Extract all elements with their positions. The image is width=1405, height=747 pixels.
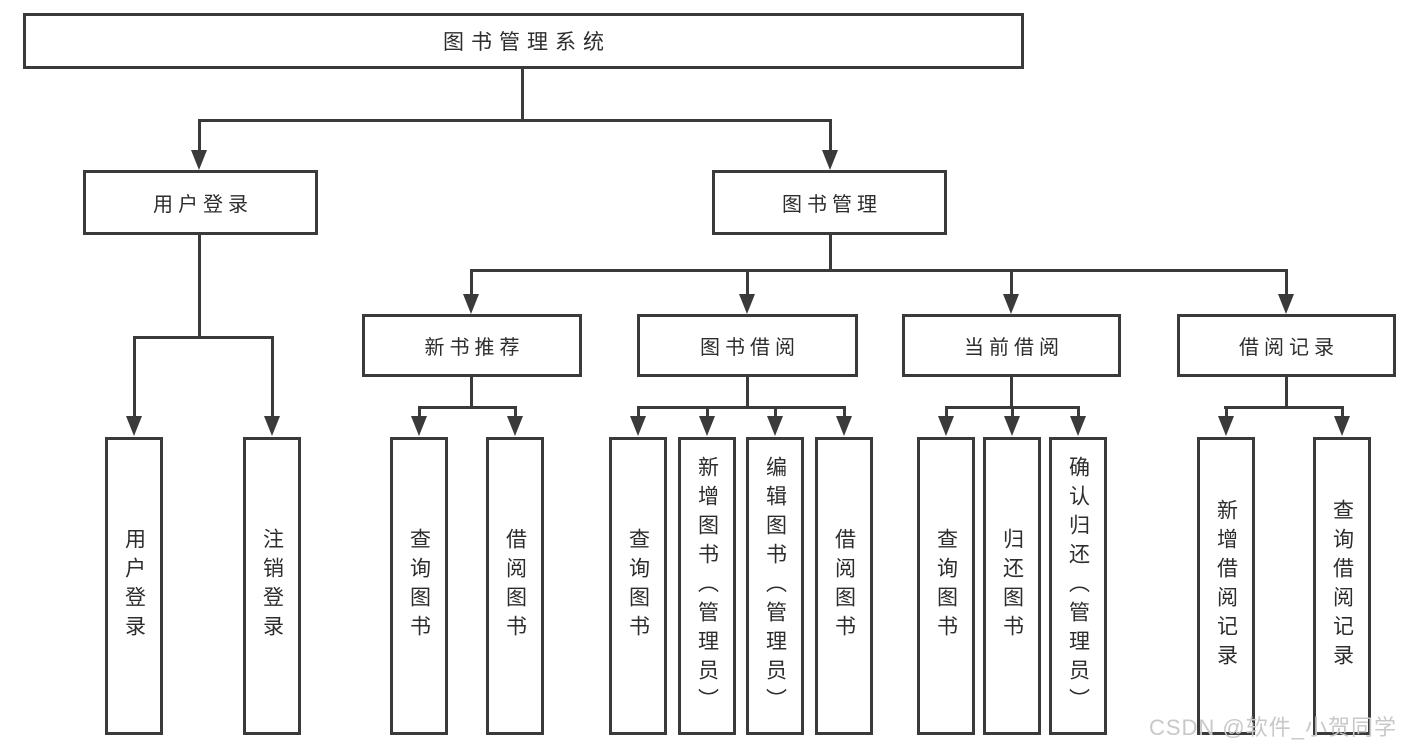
connector-branch-l3 bbox=[746, 269, 749, 298]
connector-leaf-stem bbox=[843, 406, 846, 420]
connector-group-rail bbox=[637, 406, 846, 409]
leaf-user-login: 用户登录 bbox=[105, 437, 163, 735]
node-book-borrow: 图书借阅 bbox=[637, 314, 858, 377]
arrowhead-down-icon bbox=[191, 150, 207, 170]
connector-branch-mgmt bbox=[829, 119, 832, 154]
connector-leaf-stem bbox=[1011, 406, 1014, 420]
arrowhead-down-icon bbox=[1070, 416, 1086, 436]
node-label: 新书推荐 bbox=[424, 337, 525, 359]
connector-leaf-stem bbox=[271, 336, 274, 420]
arrowhead-down-icon bbox=[630, 416, 646, 436]
connector-leaf-stem bbox=[706, 406, 709, 420]
node-label: 新增借阅记录 bbox=[1214, 499, 1238, 673]
connector-level3-rail bbox=[470, 269, 1288, 272]
node-label: 查询借阅记录 bbox=[1330, 499, 1354, 673]
node-new-book-recommend: 新书推荐 bbox=[362, 314, 582, 377]
arrowhead-down-icon bbox=[264, 416, 280, 436]
connector-userlogin-stem bbox=[198, 234, 201, 337]
arrowhead-down-icon bbox=[411, 416, 427, 436]
node-label: 用户登录 bbox=[122, 528, 146, 644]
watermark: CSDN @软件_小贺同学 bbox=[1148, 715, 1397, 740]
connector-leaf-stem bbox=[945, 406, 948, 420]
connector-l3box-stem bbox=[470, 376, 473, 408]
arrowhead-down-icon bbox=[1218, 416, 1234, 436]
node-label: 查询图书 bbox=[934, 528, 958, 644]
connector-l3box-stem bbox=[1285, 376, 1288, 408]
connector-leaf-stem bbox=[514, 406, 517, 420]
leaf-logout: 注销登录 bbox=[243, 437, 301, 735]
connector-bookmgmt-stem bbox=[829, 234, 832, 272]
node-root: 图书管理系统 bbox=[23, 13, 1024, 69]
arrowhead-down-icon bbox=[767, 416, 783, 436]
connector-l3box-stem bbox=[746, 376, 749, 408]
arrowhead-down-icon bbox=[822, 150, 838, 170]
node-label: 图书管理系统 bbox=[443, 31, 611, 54]
connector-leaf-stem bbox=[1077, 406, 1080, 420]
node-label: 查询图书 bbox=[407, 528, 431, 644]
connector-leaf-stem bbox=[1341, 406, 1344, 420]
arrowhead-down-icon bbox=[1278, 294, 1294, 314]
leaf-borrow-books-recommend: 借阅图书 bbox=[486, 437, 544, 735]
arrowhead-down-icon bbox=[1003, 294, 1019, 314]
connector-group-rail bbox=[1224, 406, 1343, 409]
node-label: 编辑图书（管理员） bbox=[763, 455, 787, 717]
node-label: 当前借阅 bbox=[964, 337, 1064, 359]
connector-branch-l3 bbox=[1010, 269, 1013, 298]
arrowhead-down-icon bbox=[463, 294, 479, 314]
leaf-query-books-current: 查询图书 bbox=[917, 437, 975, 735]
connector-leaf-stem bbox=[1225, 406, 1228, 420]
node-label: 确认归还（管理员） bbox=[1066, 455, 1090, 717]
arrowhead-down-icon bbox=[507, 416, 523, 436]
node-label: 新增图书（管理员） bbox=[695, 455, 719, 717]
arrowhead-down-icon bbox=[1004, 416, 1020, 436]
connector-group-rail bbox=[418, 406, 517, 409]
connector-l3box-stem bbox=[1010, 376, 1013, 408]
arrowhead-down-icon bbox=[739, 294, 755, 314]
leaf-query-books-recommend: 查询图书 bbox=[390, 437, 448, 735]
node-label: 借阅图书 bbox=[832, 528, 856, 644]
node-label: 图书借阅 bbox=[700, 337, 800, 359]
connector-userlogin-rail bbox=[133, 336, 274, 339]
node-label: 用户登录 bbox=[153, 194, 253, 216]
node-current-borrow: 当前借阅 bbox=[902, 314, 1121, 377]
node-label: 注销登录 bbox=[260, 528, 284, 644]
connector-branch-l3 bbox=[470, 269, 473, 298]
connector-root-stem bbox=[521, 68, 524, 121]
node-label: 图书管理 bbox=[782, 194, 882, 216]
connector-leaf-stem bbox=[774, 406, 777, 420]
arrowhead-down-icon bbox=[938, 416, 954, 436]
connector-leaf-stem bbox=[637, 406, 640, 420]
leaf-edit-book-admin: 编辑图书（管理员） bbox=[746, 437, 804, 735]
arrowhead-down-icon bbox=[699, 416, 715, 436]
leaf-return-book: 归还图书 bbox=[983, 437, 1041, 735]
leaf-query-borrow-record: 查询借阅记录 bbox=[1313, 437, 1371, 735]
connector-level1-rail bbox=[198, 119, 832, 122]
node-label: 借阅图书 bbox=[503, 528, 527, 644]
arrowhead-down-icon bbox=[836, 416, 852, 436]
arrowhead-down-icon bbox=[1334, 416, 1350, 436]
connector-branch-user bbox=[198, 119, 201, 154]
node-borrow-records: 借阅记录 bbox=[1177, 314, 1396, 377]
leaf-query-books-borrow: 查询图书 bbox=[609, 437, 667, 735]
connector-branch-l3 bbox=[1285, 269, 1288, 298]
leaf-confirm-return-admin: 确认归还（管理员） bbox=[1049, 437, 1107, 735]
connector-leaf-stem bbox=[418, 406, 421, 420]
leaf-add-borrow-record: 新增借阅记录 bbox=[1197, 437, 1255, 735]
node-label: 归还图书 bbox=[1000, 528, 1024, 644]
node-user-login: 用户登录 bbox=[83, 170, 318, 235]
arrowhead-down-icon bbox=[126, 416, 142, 436]
node-book-management: 图书管理 bbox=[712, 170, 947, 235]
connector-leaf-stem bbox=[133, 336, 136, 420]
leaf-borrow-books: 借阅图书 bbox=[815, 437, 873, 735]
node-label: 查询图书 bbox=[626, 528, 650, 644]
node-label: 借阅记录 bbox=[1239, 337, 1339, 359]
leaf-add-book-admin: 新增图书（管理员） bbox=[678, 437, 736, 735]
